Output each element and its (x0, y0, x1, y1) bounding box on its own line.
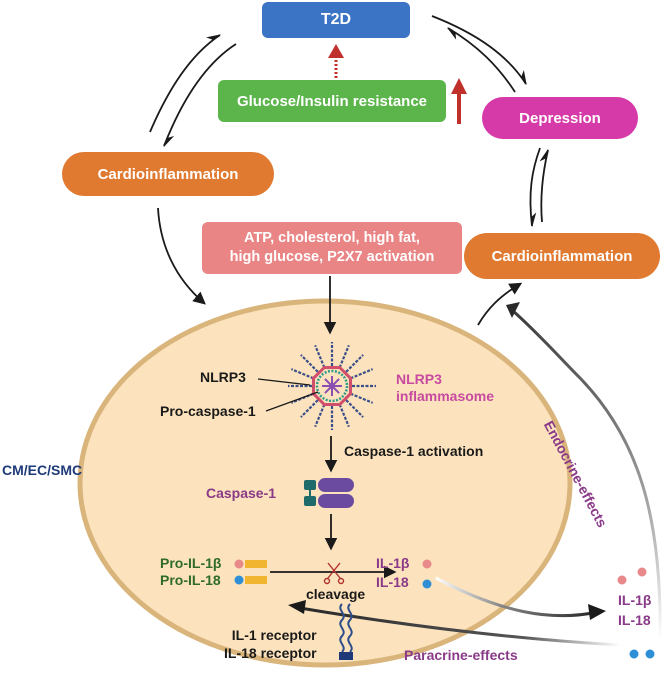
il1b-label: IL-1β (376, 555, 410, 571)
secretion-arrow-head (588, 604, 606, 620)
inflammasome-label: NLRP3 inflammasome (396, 371, 494, 405)
inflammasome-label-line2: inflammasome (396, 388, 495, 404)
depression-box (482, 97, 638, 139)
cardio-left-to-t2d-arrow (149, 34, 222, 133)
pro-il18-dot (234, 575, 244, 585)
glucose-to-t2d-head (328, 44, 344, 58)
caspase-activation-label: Caspase-1 activation (344, 443, 484, 459)
receptor-icon (339, 603, 353, 660)
depression-label: Depression (519, 109, 601, 127)
glucose-up-head (451, 78, 467, 94)
cardioinflammation-right-box (464, 233, 660, 279)
caspase1-label: Caspase-1 (206, 485, 277, 501)
il18-label: IL-18 (376, 574, 409, 590)
caspase1-icon (304, 478, 354, 508)
cell-to-cardio-right-arrow (477, 282, 523, 326)
secretion-arrow (435, 576, 599, 618)
pro-il18-label: Pro-IL-18 (160, 572, 221, 588)
inflammasome-label-line1: NLRP3 (396, 371, 442, 387)
endocrine-arrow-head (506, 302, 520, 318)
t2d-to-depression-arrow (431, 15, 527, 86)
receptor-label-line2: IL-18 receptor (224, 645, 317, 661)
triggers-line1: ATP, cholesterol, high fat, (244, 230, 420, 246)
outside-il18-dot-1 (629, 649, 639, 659)
cardio-left-to-cell-arrow (157, 207, 206, 305)
triggers-box (202, 222, 462, 274)
triggers-line2: high glucose, P2X7 activation (229, 249, 435, 265)
paracrine-label: Paracrine-effects (404, 647, 518, 663)
pro-il1b-dot (234, 559, 244, 569)
nlrp3-pointer (257, 378, 311, 386)
cardioinflammation-right-label: Cardioinflammation (491, 247, 633, 265)
pro-il1b-label: Pro-IL-1β (160, 555, 222, 571)
cardioinflammation-left-label: Cardioinflammation (97, 165, 239, 183)
glucose-insulin-label: Glucose/Insulin resistance (236, 92, 428, 110)
depression-to-cardio-right-arrow (529, 147, 541, 228)
outside-il1b-dot-1 (617, 575, 627, 585)
outside-il1b-dot-2 (637, 567, 647, 577)
inflammasome-icon (288, 342, 376, 430)
outside-il1b-label: IL-1β (618, 592, 652, 608)
cell-type-label: CM/EC/SMC (2, 462, 83, 478)
endocrine-arrow (511, 308, 662, 641)
outside-il18-dot-2 (645, 649, 655, 659)
paracrine-arrow (299, 606, 621, 647)
paracrine-arrow-head (288, 600, 306, 614)
procaspase-pointer (265, 391, 319, 412)
il18-dot (422, 579, 432, 589)
outside-il18-label: IL-18 (618, 612, 651, 628)
nlrp3-label: NLRP3 (200, 369, 246, 385)
pro-il1b-bar (245, 560, 267, 568)
cardio-right-to-depression-arrow (539, 148, 549, 223)
depression-to-t2d-arrow (446, 27, 516, 93)
t2d-box (262, 2, 410, 38)
receptor-label-line1: IL-1 receptor (231, 627, 317, 643)
il1b-dot (422, 559, 432, 569)
pro-caspase-label: Pro-caspase-1 (160, 403, 256, 419)
t2d-label: T2D (320, 11, 352, 28)
cleavage-label: cleavage (306, 586, 366, 602)
pro-il18-bar (245, 576, 267, 584)
glucose-box (218, 80, 446, 122)
scissors-icon (323, 562, 345, 585)
receptor-label: IL-1 receptor IL-18 receptor (224, 626, 317, 662)
triggers-label: ATP, cholesterol, high fat, high glucose… (202, 222, 462, 274)
t2d-to-cardio-left-arrow (163, 43, 237, 148)
cardioinflammation-left-box (62, 152, 274, 196)
